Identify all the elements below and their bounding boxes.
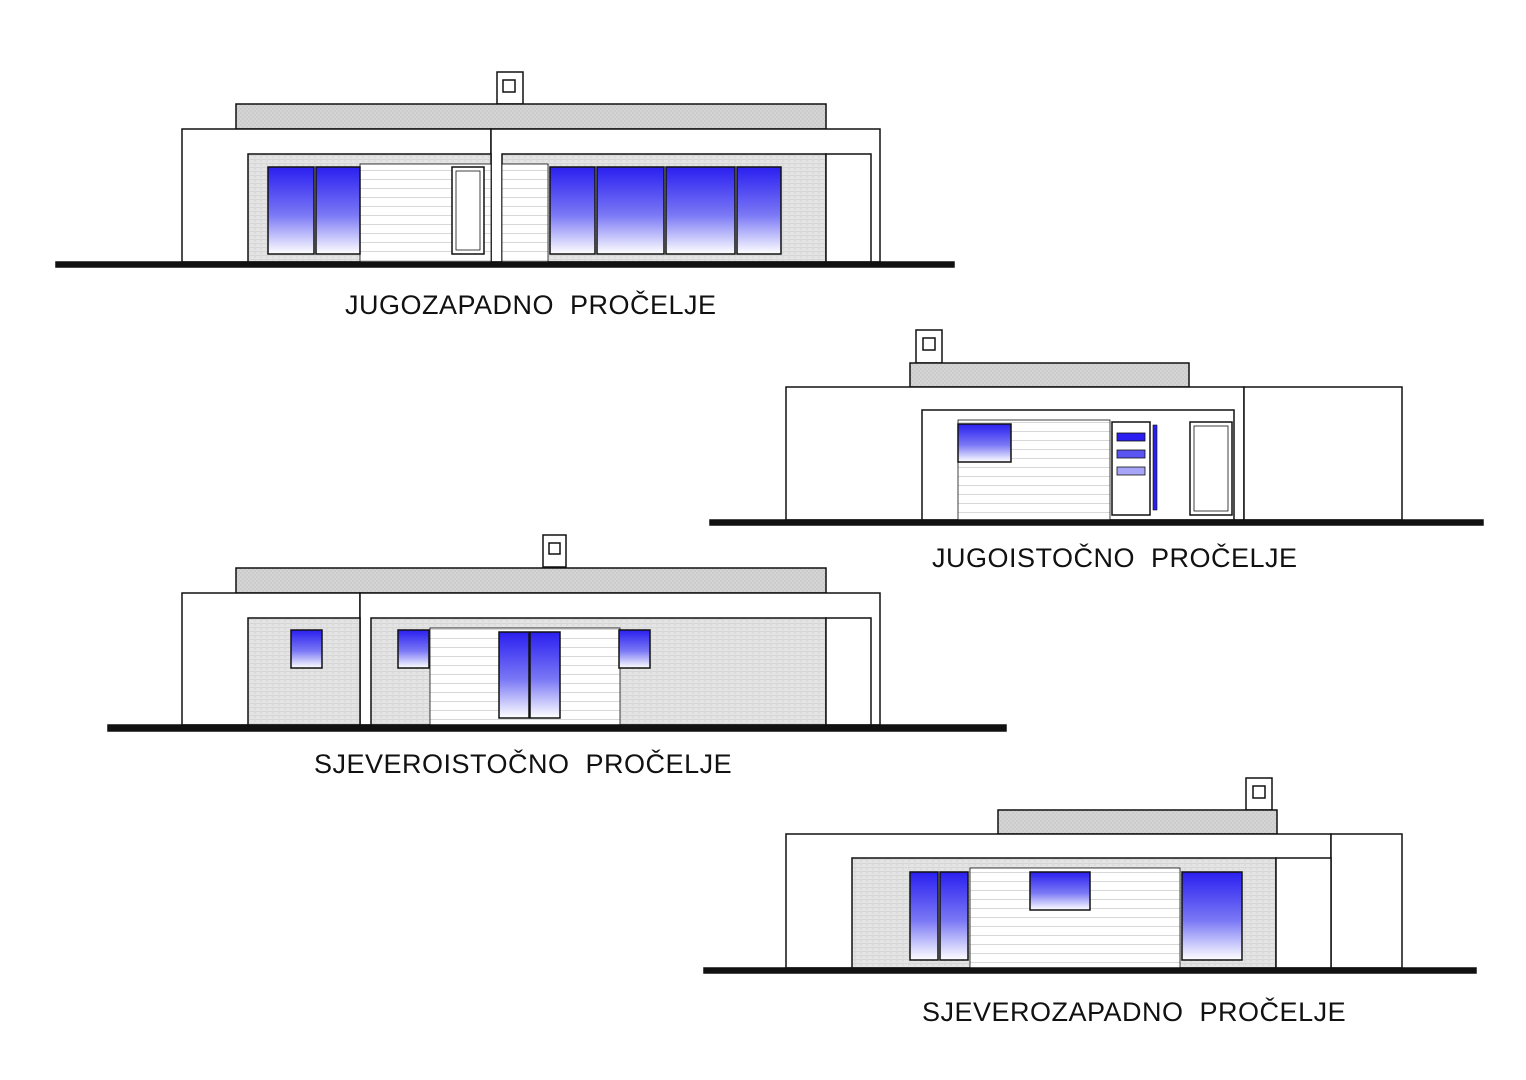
window: [290, 629, 323, 669]
elevation-title-northeast: SJEVEROISTOČNO PROČELJE: [314, 749, 733, 779]
door-panel: [498, 631, 530, 719]
roof-parapet: [235, 567, 827, 594]
window: [1029, 871, 1091, 911]
window-panel: [549, 166, 596, 255]
door-glazing: [1116, 466, 1146, 476]
door-glazing: [1116, 449, 1146, 459]
sidelight: [1152, 424, 1158, 511]
elevation-title-southwest: JUGOZAPADNO PROČELJE: [345, 290, 717, 320]
sliding-door-panel: [267, 166, 315, 255]
elevation-southeast: [709, 329, 1484, 526]
window-panel: [665, 166, 736, 255]
ground-line: [703, 967, 1477, 974]
chimney-vent: [548, 542, 561, 555]
chimney-vent: [502, 79, 516, 93]
terrace-opening: [825, 153, 872, 263]
wall-right-frame: [1243, 386, 1403, 521]
window: [957, 423, 1012, 463]
window: [397, 629, 430, 669]
door-glazing: [1116, 432, 1146, 442]
terrace-opening: [1275, 857, 1332, 969]
door-panel: [909, 871, 939, 961]
wall-right-frame: [1330, 833, 1403, 969]
siding-panel: [501, 163, 549, 263]
door-panel: [939, 871, 969, 961]
roof-parapet: [235, 103, 827, 130]
elevation-northwest: [703, 777, 1477, 974]
window-panel: [736, 166, 782, 255]
roof-parapet: [909, 362, 1190, 388]
elevation-southwest: [55, 71, 955, 268]
window: [618, 629, 651, 669]
elevation-northeast: [107, 534, 1007, 732]
door-panel: [529, 631, 561, 719]
ground-line: [107, 724, 1007, 732]
ground-line: [709, 519, 1484, 526]
chimney-vent: [1252, 785, 1266, 799]
door-inner: [455, 170, 481, 251]
elevation-title-northwest: SJEVEROZAPADNO PROČELJE: [922, 997, 1347, 1027]
roof-parapet: [997, 809, 1278, 835]
elevation-title-southeast: JUGOISTOČNO PROČELJE: [932, 543, 1298, 573]
window-panel: [596, 166, 665, 255]
chimney-vent: [922, 337, 936, 351]
window: [1181, 871, 1243, 961]
door-inner: [1193, 425, 1229, 512]
sliding-door-panel: [315, 166, 361, 255]
terrace-opening: [825, 617, 872, 726]
ground-line: [55, 261, 955, 268]
chimney: [915, 329, 943, 364]
